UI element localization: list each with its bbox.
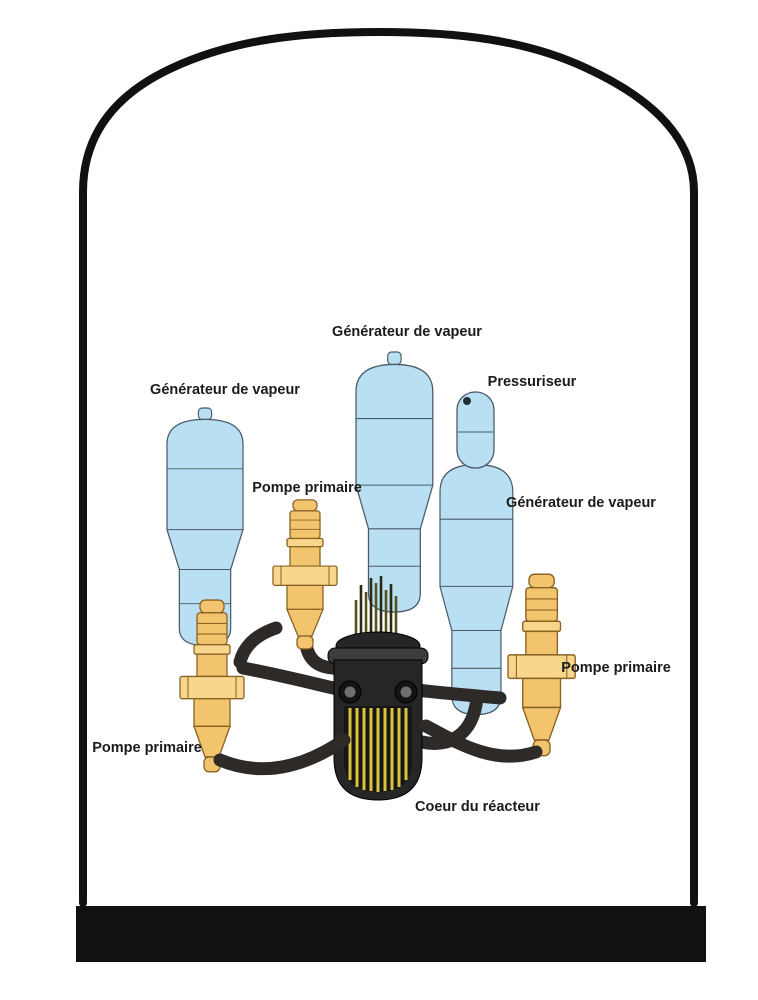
pipe: [233, 621, 283, 669]
steam-generator-right: [439, 451, 514, 716]
pipe: [213, 733, 351, 776]
steam-generator-center: [355, 351, 434, 613]
label-primary-pump-left: Pompe primaire: [92, 740, 202, 756]
label-reactor-core: Coeur du réacteur: [415, 799, 540, 815]
pressurizer: [456, 391, 495, 469]
label-steam-generator-top: Générateur de vapeur: [332, 324, 482, 340]
reactor-core-fuel: [344, 706, 412, 792]
label-pressurizer: Pressuriseur: [488, 374, 577, 390]
reactor-vessel: [327, 576, 429, 801]
label-primary-pump-center: Pompe primaire: [252, 480, 362, 496]
control-rod-drives: [354, 576, 398, 640]
primary-pump-center: [272, 499, 338, 650]
diagram-labels: Générateur de vapeur Générateur de vapeu…: [92, 324, 671, 815]
primary-loop-piping-front: [213, 719, 543, 776]
pipe: [236, 661, 349, 697]
containment-outline: [79, 27, 698, 907]
label-steam-generator-right: Générateur de vapeur: [506, 495, 656, 511]
label-steam-generator-left: Générateur de vapeur: [150, 382, 300, 398]
label-primary-pump-right: Pompe primaire: [561, 660, 671, 676]
containment-floor: [76, 906, 706, 962]
pipe: [419, 719, 543, 763]
pipe: [409, 683, 507, 705]
